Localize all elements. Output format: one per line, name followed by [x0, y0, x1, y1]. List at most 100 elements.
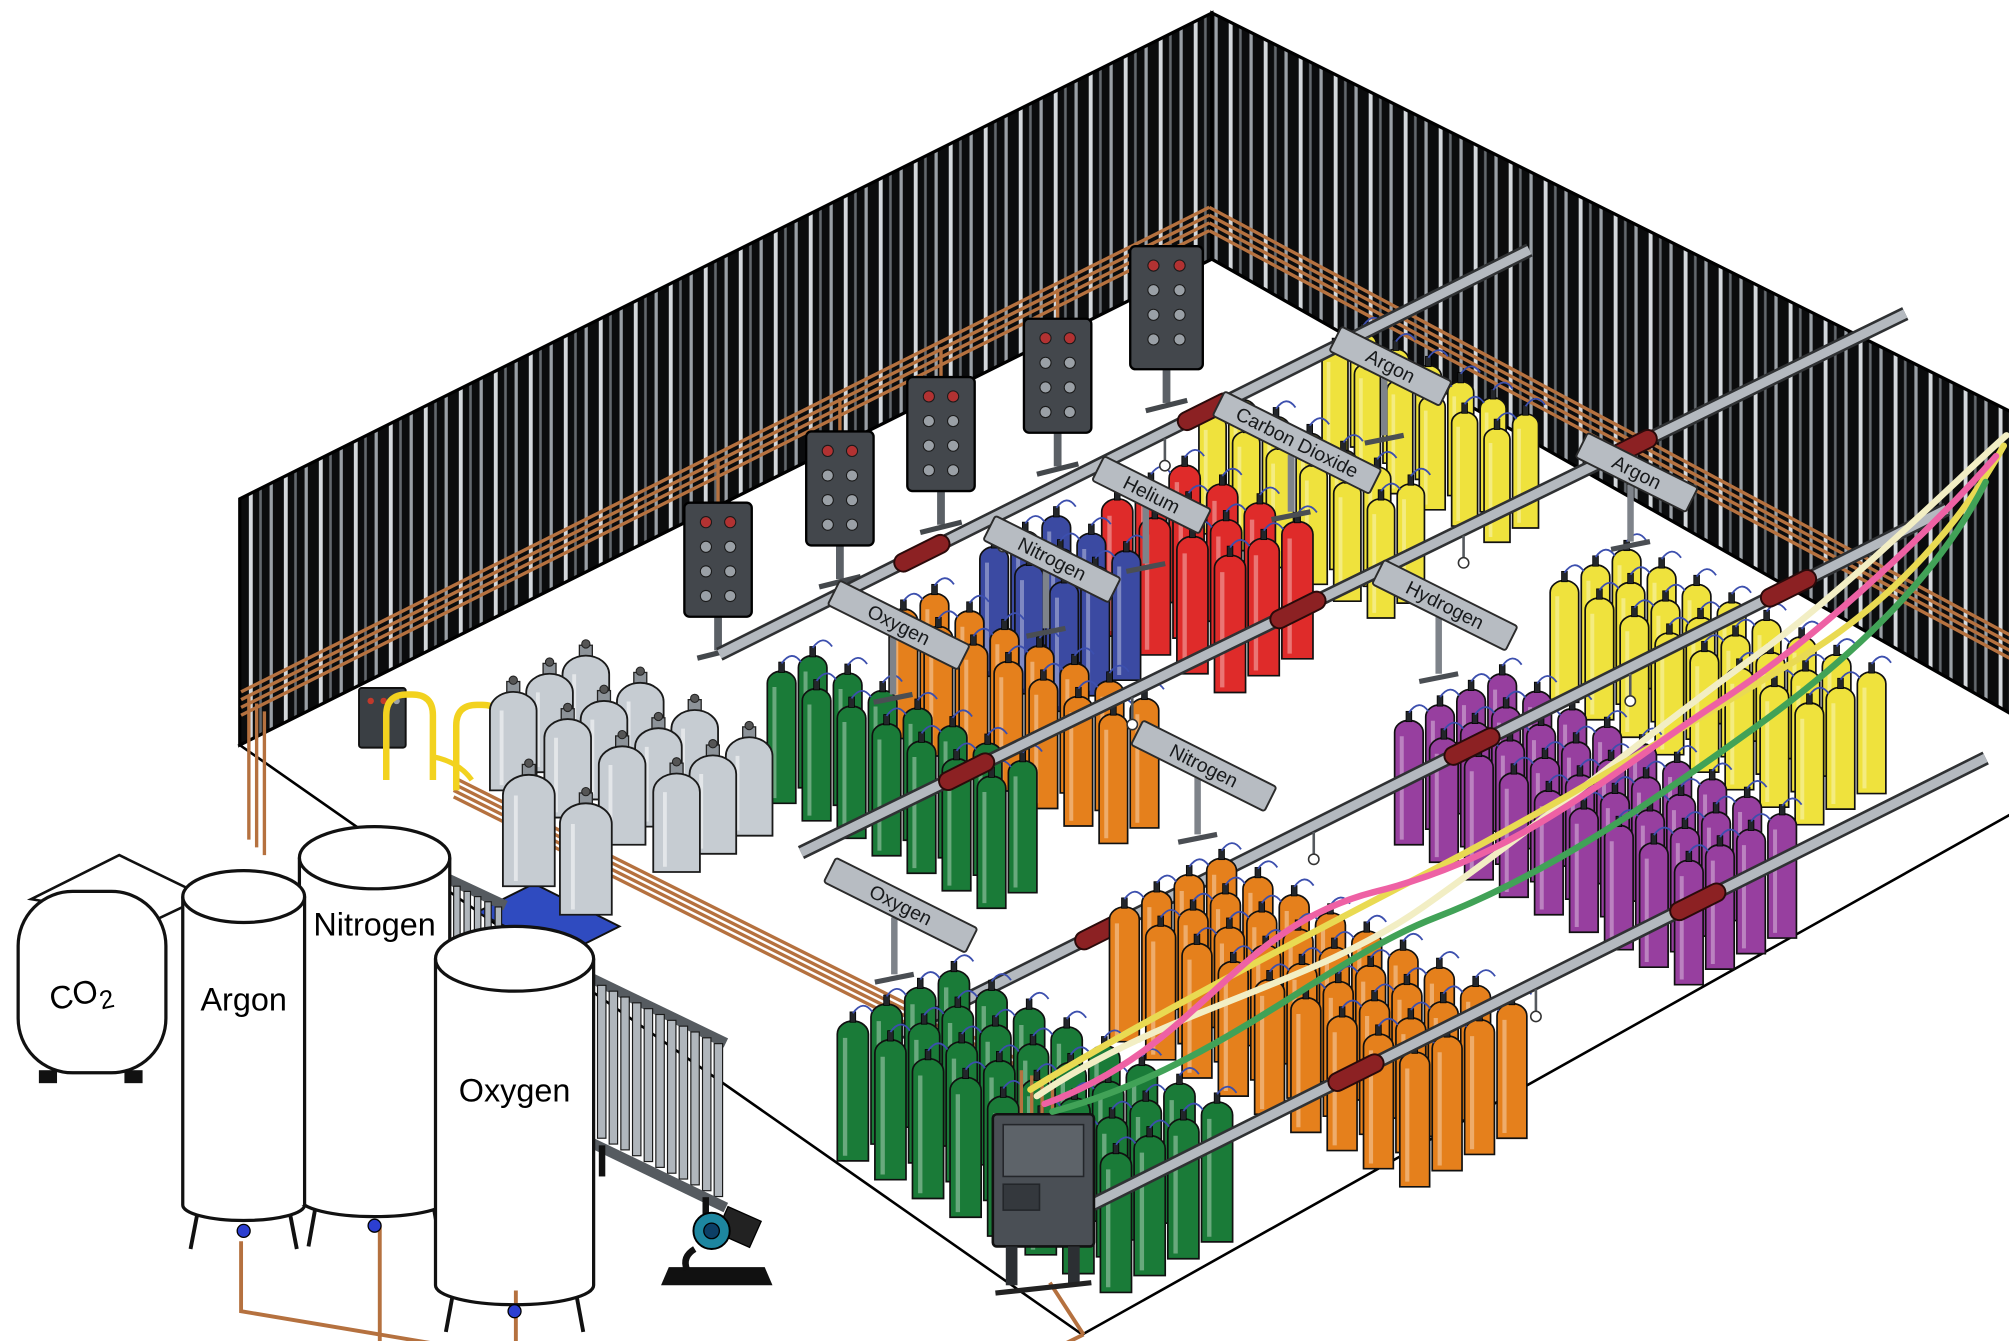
- fill-hose: [964, 1061, 986, 1071]
- cylinder-valve: [1697, 607, 1704, 620]
- cylinder-valve: [931, 583, 938, 596]
- cylinder-valve: [1185, 865, 1193, 877]
- fill-hose: [1024, 515, 1046, 524]
- tank-leg: [306, 1209, 317, 1247]
- fill-hose: [846, 656, 868, 666]
- fill-hose: [1470, 673, 1492, 683]
- cylinder-valve: [1533, 681, 1541, 693]
- cylinder-valve: [1266, 970, 1273, 982]
- cylinder-valve: [970, 634, 977, 646]
- panel-port: [1063, 405, 1076, 419]
- fill-hose: [1750, 813, 1772, 822]
- sign-post: [874, 917, 915, 985]
- fill-hose: [1042, 662, 1064, 672]
- cylinder-valve: [1040, 669, 1047, 681]
- cylinder-valve: [1708, 769, 1716, 781]
- tank-valve: [367, 1218, 382, 1233]
- cylinder-valve: [917, 977, 924, 989]
- sign-foot: [874, 971, 915, 985]
- fill-hose: [1196, 927, 1218, 937]
- fill-hose: [1501, 657, 1523, 667]
- gas-cylinder: [1108, 890, 1145, 1043]
- panel-port: [821, 444, 834, 457]
- cylinder-valve: [1222, 883, 1229, 895]
- fill-hose: [1268, 963, 1290, 973]
- gas-cylinder: [1247, 522, 1284, 677]
- gas-cylinder: [906, 724, 942, 875]
- cylinder-valve: [778, 661, 785, 673]
- cylinder-valve: [1377, 489, 1385, 501]
- gas-cylinder: [1496, 987, 1533, 1140]
- tank-foot: [124, 1070, 143, 1084]
- tank-label-nitrogen: Nitrogen: [313, 906, 435, 942]
- fill-hose: [933, 577, 955, 587]
- front-fill-panel: [991, 1070, 1096, 1296]
- fill-hose: [1442, 985, 1464, 995]
- cylinder-valve: [1502, 697, 1510, 709]
- cylinder-group-nitrogen-front: [1108, 842, 1533, 1188]
- yellow-pipe: [432, 754, 474, 782]
- dewar-cluster: [474, 639, 774, 956]
- cylinder-valve: [992, 1015, 999, 1027]
- panel-port: [845, 494, 859, 507]
- cylinder-valve: [1260, 528, 1267, 541]
- fill-hose: [885, 988, 907, 997]
- fill-hose: [1406, 967, 1428, 977]
- transfer-hoses: [1027, 432, 2009, 1115]
- tank-dome: [181, 869, 307, 925]
- fill-hose: [986, 726, 1008, 736]
- copper-pipe: [240, 221, 1211, 709]
- fill-hose: [1115, 1136, 1137, 1146]
- cylinder-valve: [1180, 1109, 1187, 1121]
- gas-cylinder: [949, 1061, 986, 1219]
- panel-port: [724, 589, 737, 603]
- fill-hose: [1301, 947, 1323, 957]
- fill-hose: [1342, 434, 1364, 444]
- cylinder-valve: [1112, 1143, 1120, 1155]
- panel-port: [699, 516, 713, 529]
- copper-pipe: [1208, 221, 2009, 652]
- sign-post: [1026, 571, 1066, 639]
- cylinder-valve: [1254, 867, 1262, 879]
- sign-bar: [1212, 391, 1382, 494]
- gas-cylinder: [766, 655, 802, 805]
- fill-hose: [998, 1044, 1020, 1054]
- fill-hose: [885, 707, 907, 717]
- liquid-dewar: [688, 739, 738, 855]
- cylinder-valve: [1153, 881, 1161, 893]
- fill-hose: [916, 691, 938, 701]
- fill-hose: [1410, 1001, 1432, 1011]
- panel-leg: [836, 545, 844, 580]
- panel-leg: [1005, 1246, 1018, 1286]
- fill-hose: [1309, 417, 1330, 427]
- fill-hose: [1715, 795, 1737, 805]
- cylinder-valve: [1806, 693, 1813, 705]
- cylinder-valve: [1425, 355, 1432, 368]
- cylinder-valve: [1053, 506, 1060, 518]
- bulk-tank-co2: CO2: [16, 853, 208, 1084]
- cylinder-valve: [1677, 784, 1685, 796]
- hose-yellow: [1027, 442, 2008, 1093]
- panel-port: [922, 390, 935, 403]
- sign-bar: [1329, 326, 1452, 406]
- cylinder-valve: [1071, 653, 1078, 666]
- panel-port: [1147, 259, 1160, 272]
- gas-cylinder: [1735, 813, 1772, 955]
- hose-green: [1049, 478, 1989, 1115]
- gas-cylinder: [1619, 599, 1655, 739]
- fill-hose: [1618, 809, 1640, 819]
- sign-foot: [1177, 831, 1218, 845]
- cylinder-valve: [1650, 833, 1658, 845]
- fill-hose: [1439, 688, 1461, 698]
- liquid-dewar: [652, 757, 701, 873]
- fill-hose: [850, 690, 872, 699]
- gas-cylinder: [1099, 1136, 1137, 1294]
- cylinder-valve: [1596, 588, 1603, 600]
- panel-port: [821, 469, 834, 482]
- sign-bar: [1372, 559, 1518, 651]
- copper-pipe: [377, 1225, 382, 1341]
- cylinder-group-argon-back: [1321, 316, 1546, 544]
- cylinder-valve: [949, 716, 956, 728]
- panel-port: [1147, 284, 1160, 297]
- gas-cylinder: [1463, 1003, 1500, 1156]
